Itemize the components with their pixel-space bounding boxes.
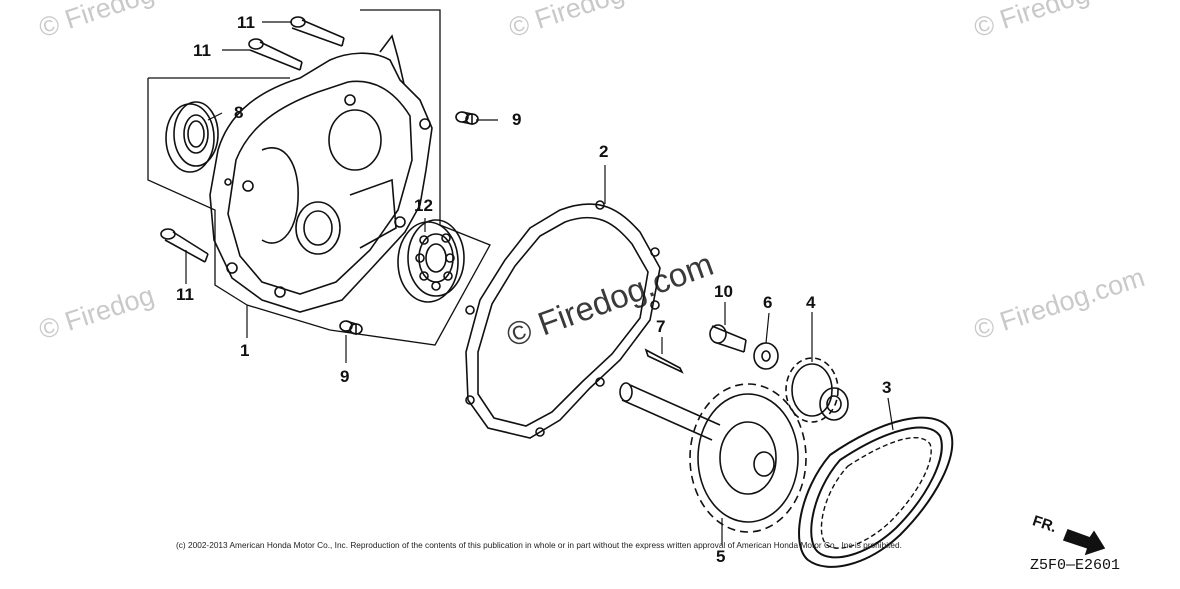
callout-10: 10: [714, 282, 733, 301]
washer: [753, 342, 779, 370]
front-direction-arrow: [1062, 528, 1106, 556]
shaft-key: [644, 348, 684, 374]
sprocket-bolt: [709, 324, 747, 353]
callout-12: 12: [414, 196, 433, 215]
callout-11-top: 11: [237, 13, 255, 32]
oil-seal: [165, 101, 219, 173]
drive-chain: [798, 416, 954, 568]
diagram-code: Z5F0—E2601: [1030, 557, 1121, 574]
copyright-notice: (c) 2002-2013 American Honda Motor Co., …: [176, 540, 902, 550]
callout-4: 4: [806, 293, 816, 312]
dowel-pin-upper: [455, 111, 479, 125]
dowel-pin-lower: [339, 320, 363, 336]
flange-bolt-top: [290, 16, 345, 47]
drive-sprocket: [785, 357, 849, 423]
flange-bolt-upper: [248, 38, 303, 71]
gearcase-cover: [209, 34, 433, 313]
callout-8: 8: [234, 103, 244, 122]
group-bracket: [147, 9, 491, 346]
callout-2: 2: [599, 142, 609, 161]
leader-lines: [185, 21, 894, 545]
cover-gasket: [465, 200, 661, 439]
flange-bolt-lower: [160, 228, 209, 263]
ball-bearing: [397, 219, 465, 303]
callout-6: 6: [763, 293, 773, 312]
callout-3: 3: [882, 378, 892, 397]
callout-9-upper: 9: [512, 110, 522, 129]
callout-11-lower: 11: [176, 285, 194, 304]
callout-5: 5: [716, 547, 726, 566]
callout-11-upper: 11: [193, 41, 211, 60]
callout-1: 1: [240, 341, 250, 360]
callout-7: 7: [656, 317, 666, 336]
shaft-and-sprocket: [619, 382, 807, 533]
callout-9-lower: 9: [340, 367, 350, 386]
